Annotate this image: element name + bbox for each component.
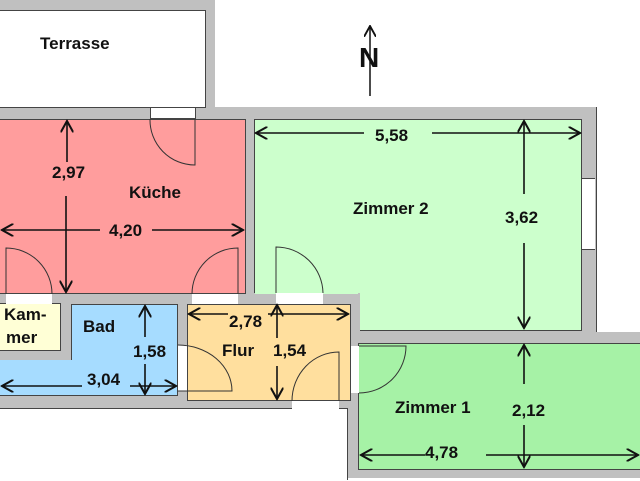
dim-flur-depth: 1,54 (273, 341, 307, 361)
door-opening-flur-exit (292, 401, 339, 409)
room-label-kueche: Küche (129, 183, 181, 202)
compass-label: N (359, 42, 380, 73)
door-swings (5, 118, 407, 402)
bad-join (72, 355, 177, 363)
dim-bad-depth: 1,58 (133, 342, 167, 362)
dim-zimmer2-width: 5,58 (369, 126, 415, 146)
dim-arrows-zimmer1 (361, 345, 638, 467)
door-opening-kammer (6, 294, 52, 304)
dim-bad-width: 3,04 (85, 370, 123, 390)
zimmer2-fill-lower (255, 280, 358, 294)
dim-zimmer1-depth: 2,12 (512, 398, 546, 424)
exterior-bottom-left-edge (347, 408, 348, 480)
room-zimmer1: Zimmer 1 2,12 4,78 (358, 343, 640, 470)
dim-kueche-width: 4,20 (106, 221, 146, 241)
door-opening-zimmer2-flur (276, 293, 323, 304)
dim-arrows-kueche (2, 121, 243, 292)
dim-zimmer2-depth: 3,62 (505, 206, 539, 230)
room-label-zimmer1: Zimmer 1 (395, 398, 471, 417)
dim-zimmer1-width: 4,78 (419, 443, 465, 463)
dim-flur-width: 2,78 (229, 312, 263, 331)
window-zimmer2 (582, 178, 595, 250)
dim-arrows-flur (189, 305, 348, 399)
dim-arrows-bad (2, 306, 176, 394)
room-label-zimmer2: Zimmer 2 (353, 199, 429, 218)
exterior-right (596, 107, 640, 332)
room-label-kammer-line1: Kam- (4, 305, 47, 324)
room-terrasse: Terrasse (0, 10, 206, 108)
door-opening-terrasse (150, 108, 196, 119)
door-opening-kueche-flur (192, 294, 238, 304)
room-label-terrasse: Terrasse (40, 34, 110, 53)
dim-kueche-depth: 2,97 (52, 163, 86, 183)
dim-arrows-zimmer2 (256, 121, 580, 328)
room-flur: 2,78 Flur 1,54 (187, 304, 351, 401)
room-label-flur: Flur (222, 341, 255, 360)
room-label-kammer-line2: mer (6, 328, 38, 347)
exterior-bottom-left (0, 408, 348, 481)
door-opening-bad-flur (178, 345, 187, 391)
room-kammer: Kam- mer (0, 303, 61, 351)
room-label-bad: Bad (83, 317, 116, 336)
door-opening-flur-zimmer1 (351, 346, 359, 393)
